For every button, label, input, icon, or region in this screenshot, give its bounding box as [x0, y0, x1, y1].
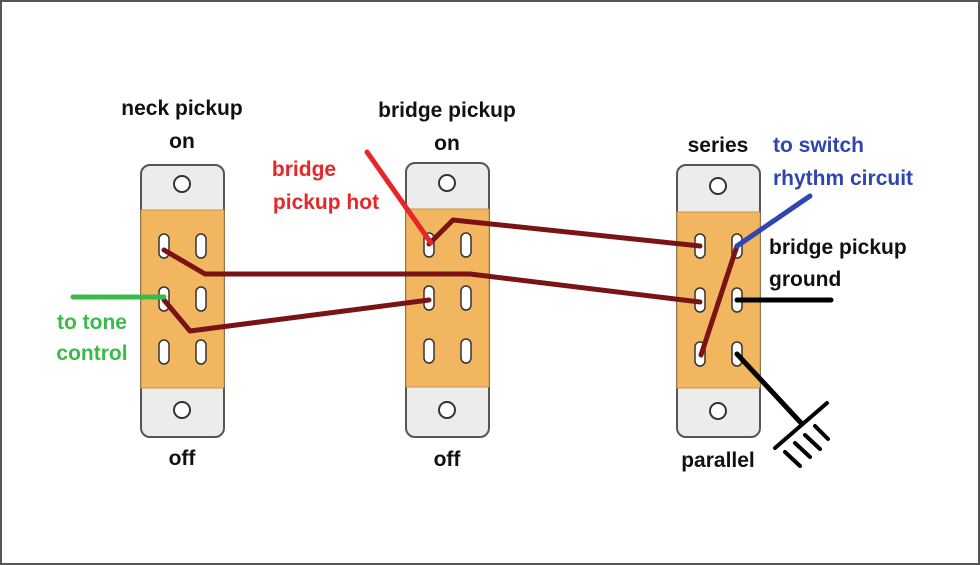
wire-neck-to-series	[161, 247, 703, 305]
mounting-hole-icon	[709, 177, 727, 195]
series-label: series	[688, 134, 749, 157]
tone-control-label-line1: to tone	[57, 311, 127, 334]
switch-body	[405, 208, 490, 388]
bridge-hot-label-line2: pickup hot	[273, 191, 379, 214]
wire-bridge-to-series	[426, 217, 703, 249]
rhythm-label-line2: rhythm circuit	[773, 167, 913, 190]
bridge-pickup-switch	[405, 162, 490, 438]
neck-pickup-title: neck pickup	[121, 97, 242, 120]
switch-lugs	[158, 233, 207, 365]
neck-pickup-switch	[140, 164, 225, 438]
switch-lugs	[423, 232, 472, 364]
rhythm-label-line1: to switch	[773, 134, 864, 157]
neck-off-label: off	[169, 447, 197, 470]
wire-to-ground	[734, 351, 805, 427]
bridge-ground-label-line2: ground	[769, 268, 841, 291]
mounting-hole-icon	[173, 175, 191, 193]
wire-series-jumper	[698, 243, 740, 358]
neck-on-label: on	[169, 130, 195, 153]
wire-neck-to-bridge	[161, 297, 432, 334]
wires	[70, 149, 834, 427]
bridge-ground-label-line1: bridge pickup	[769, 236, 907, 259]
wire-bridge-hot	[364, 149, 434, 246]
bridge-hot-label-line1: bridge	[272, 158, 336, 181]
parallel-label: parallel	[681, 449, 755, 472]
wire-rhythm-circuit	[734, 193, 813, 249]
mounting-hole-icon	[709, 402, 727, 420]
mounting-hole-icon	[438, 401, 456, 419]
mounting-hole-icon	[173, 401, 191, 419]
mounting-hole-icon	[438, 174, 456, 192]
bridge-off-label: off	[434, 448, 462, 471]
bridge-pickup-title: bridge pickup	[378, 99, 516, 122]
ground-symbol-icon	[773, 401, 830, 468]
bridge-on-label: on	[434, 132, 460, 155]
tone-control-label-line2: control	[56, 342, 127, 365]
